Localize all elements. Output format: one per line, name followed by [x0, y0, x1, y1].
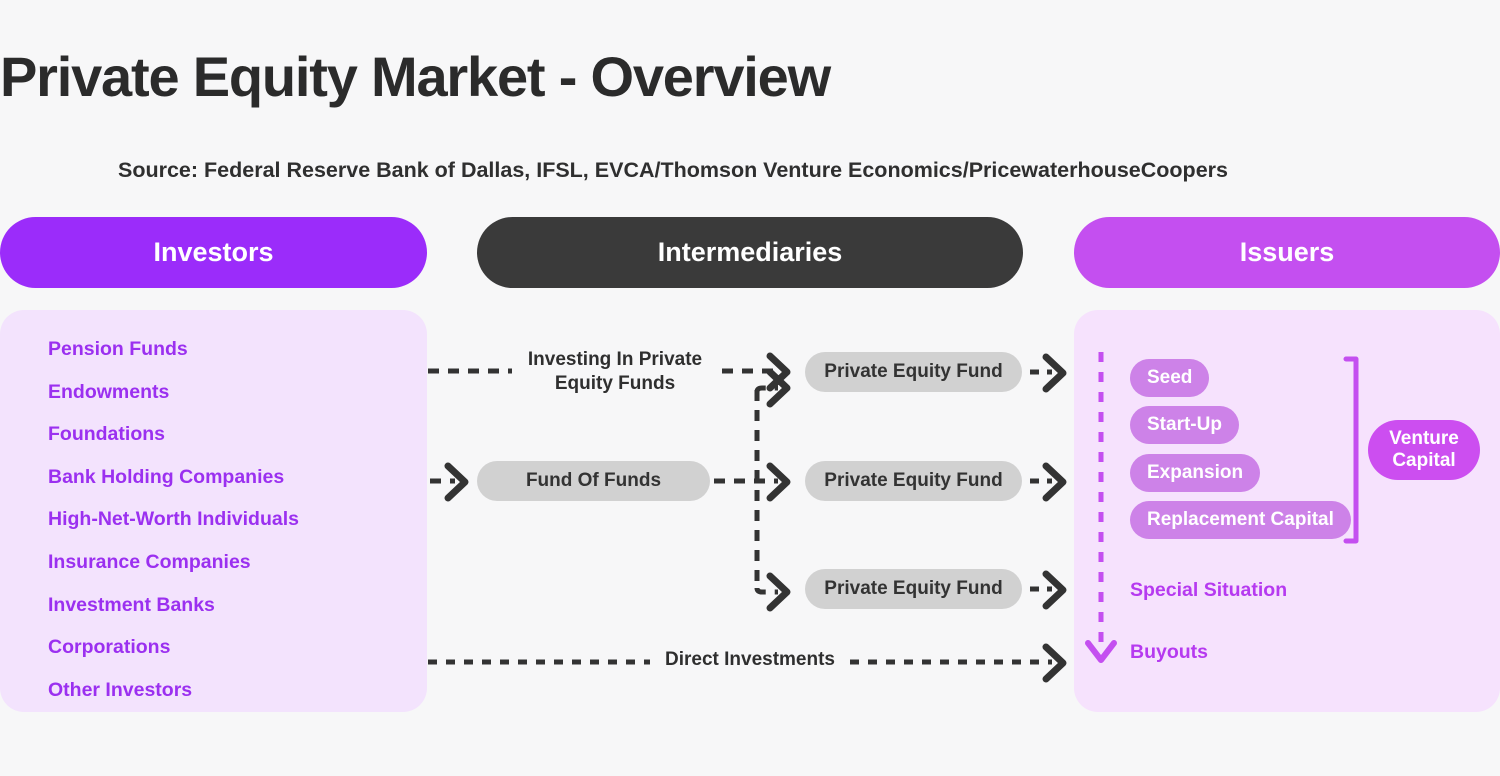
issuer-stage-label: Start-Up: [1147, 414, 1222, 435]
private-equity-fund-label: Private Equity Fund: [824, 470, 1003, 491]
private-equity-fund-node[interactable]: Private Equity Fund: [805, 461, 1022, 501]
source-attribution: Source: Federal Reserve Bank of Dallas, …: [118, 158, 1228, 182]
list-item[interactable]: Pension Funds: [48, 338, 188, 360]
venture-capital-group-node[interactable]: Venture Capital: [1368, 420, 1480, 480]
column-header-intermediaries[interactable]: Intermediaries: [477, 217, 1023, 288]
fund-of-funds-label: Fund Of Funds: [525, 470, 662, 491]
issuer-stage-label: Expansion: [1147, 462, 1244, 483]
venture-capital-label: Venture Capital: [1389, 428, 1459, 472]
investors-panel: [0, 310, 427, 712]
list-item[interactable]: Foundations: [48, 423, 165, 446]
list-item[interactable]: Other Investors: [48, 678, 193, 701]
issuer-stage-start-up[interactable]: Start-Up: [1130, 406, 1239, 444]
list-item[interactable]: Investment Banks: [48, 593, 215, 616]
issuer-stage-label: Seed: [1147, 367, 1193, 388]
issuer-stage-replacement-capital[interactable]: Replacement Capital: [1130, 501, 1351, 539]
column-header-issuers-label: Issuers: [1239, 237, 1335, 267]
column-header-investors-label: Investors: [153, 237, 274, 267]
fund-of-funds-node[interactable]: Fund Of Funds: [477, 461, 710, 501]
arrowhead-icon: [1042, 643, 1067, 683]
arrowhead-icon: [1042, 353, 1067, 393]
arrowhead-icon: [766, 352, 791, 392]
page-title: Private Equity Market - Overview: [0, 45, 831, 108]
venture-capital-label-line1: Venture: [1389, 427, 1459, 449]
arrowhead-icon: [444, 462, 469, 502]
private-equity-fund-label: Private Equity Fund: [824, 361, 1003, 382]
column-header-issuers[interactable]: Issuers: [1074, 217, 1500, 288]
venture-capital-label-line2: Capital: [1392, 450, 1456, 471]
issuer-buyouts[interactable]: Buyouts: [1130, 641, 1208, 663]
issuer-stage-expansion[interactable]: Expansion: [1130, 454, 1261, 492]
private-equity-fund-node[interactable]: Private Equity Fund: [805, 569, 1022, 609]
private-equity-fund-label: Private Equity Fund: [824, 578, 1003, 599]
arrowhead-icon: [766, 368, 791, 408]
column-header-intermediaries-label: Intermediaries: [657, 237, 843, 267]
arrowhead-icon: [1042, 462, 1067, 502]
flow-label-direct-investments: Direct Investments: [664, 649, 835, 670]
arrowhead-icon: [766, 572, 791, 612]
private-equity-fund-node[interactable]: Private Equity Fund: [805, 352, 1022, 392]
list-item[interactable]: Insurance Companies: [48, 550, 251, 573]
arrowhead-icon: [1042, 570, 1067, 610]
issuer-special-situation[interactable]: Special Situation: [1130, 579, 1288, 601]
arrowhead-icon: [766, 462, 791, 502]
list-item[interactable]: Endowments: [48, 380, 170, 403]
issuer-stage-seed[interactable]: Seed: [1130, 359, 1210, 397]
connector-branch-to-fund3: [754, 587, 778, 595]
list-item[interactable]: High-Net-Worth Individuals: [48, 508, 299, 531]
connector-branch-to-fund1: [754, 385, 778, 393]
list-item[interactable]: Bank Holding Companies: [48, 465, 285, 488]
issuer-stage-label: Replacement Capital: [1147, 509, 1334, 530]
flow-label-investing-in-private-equity-funds: Investing In Private Equity Funds: [527, 349, 703, 394]
investors-list: Pension Funds Endowments Foundations Ban…: [48, 328, 418, 711]
column-header-investors[interactable]: Investors: [0, 217, 427, 288]
list-item[interactable]: Corporations: [48, 636, 171, 659]
